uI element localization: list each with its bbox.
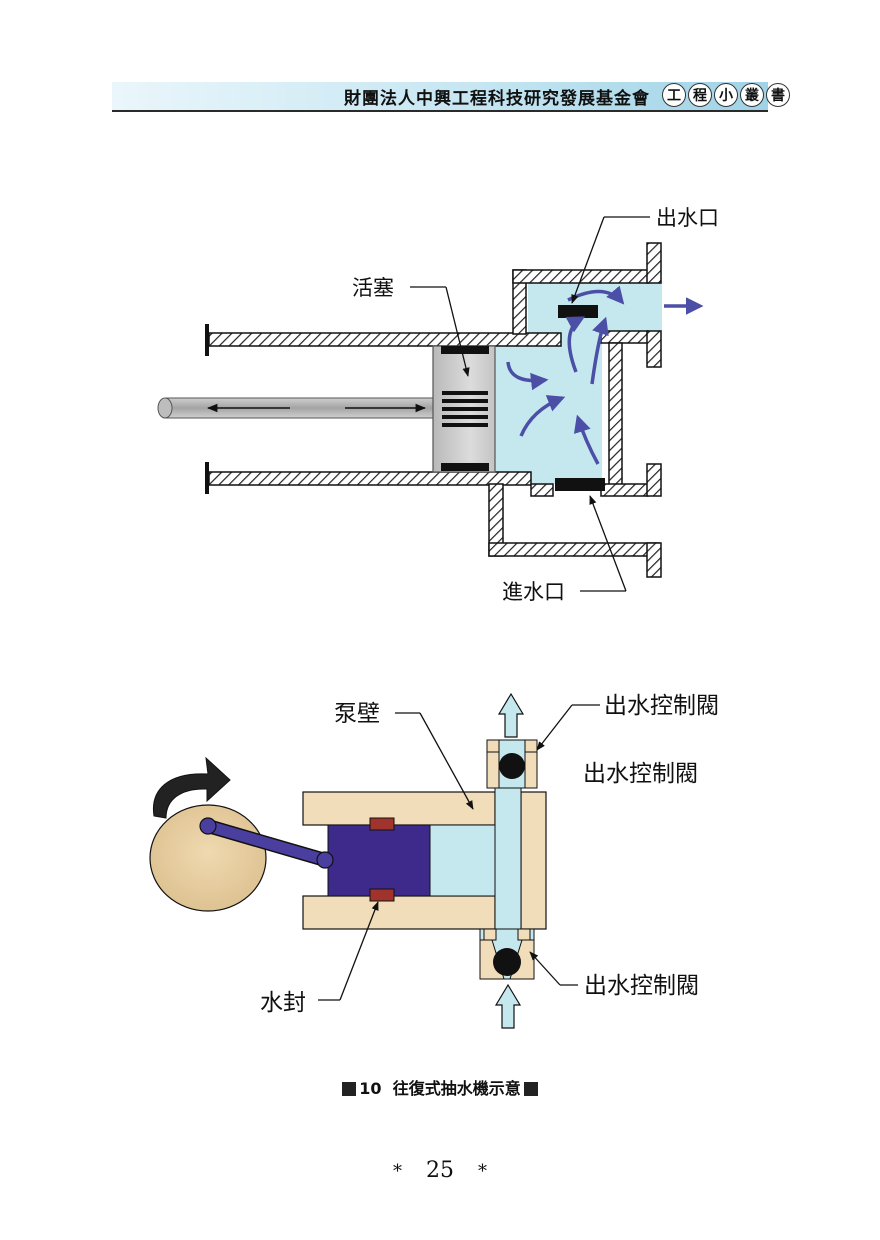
rotation-arrow xyxy=(152,756,231,819)
pump-water xyxy=(429,824,496,897)
valve-top-leader xyxy=(536,704,573,751)
valve-seat-bottom xyxy=(483,928,497,941)
pump-wall-bottom xyxy=(302,895,496,930)
cylinder-wall-bottom xyxy=(208,471,532,486)
header-organization: 財團法人中興工程科技研究發展基金會 xyxy=(344,89,650,109)
water-seal-leader xyxy=(339,901,379,1001)
outlet-valve xyxy=(558,305,598,318)
caption-title: 往復式抽水機示意 xyxy=(392,1079,521,1098)
series-badges: 工 程 小 叢 書 xyxy=(662,83,790,107)
series-badge: 叢 xyxy=(740,83,764,107)
valve-seat-bottom xyxy=(517,928,531,941)
valve-seat-top xyxy=(486,739,500,753)
label-inlet: 進水口 xyxy=(502,580,565,604)
outlet-flange xyxy=(646,330,662,368)
series-badge: 小 xyxy=(714,83,738,107)
label-water-seal: 水封 xyxy=(260,990,306,1016)
series-badge: 工 xyxy=(662,83,686,107)
inlet-flange xyxy=(646,463,662,497)
footer-star: * xyxy=(478,1161,487,1182)
valve-ball-bottom xyxy=(493,948,521,976)
caption-glyph xyxy=(342,1082,357,1096)
inlet-pipe-wall xyxy=(488,542,660,557)
series-badge: 程 xyxy=(688,83,712,107)
caption-figure-number: 10 xyxy=(359,1079,382,1098)
valve-ball-top xyxy=(499,753,525,779)
label-outlet: 出水口 xyxy=(656,206,719,230)
pump-wall-leader xyxy=(419,712,474,810)
vertical-channel xyxy=(494,757,522,959)
piston-ring xyxy=(441,463,489,471)
inlet-valve-seat xyxy=(530,483,554,497)
cylinder-end-cap xyxy=(205,462,209,494)
valve-seat-top xyxy=(524,739,538,753)
valve-seat-top xyxy=(524,751,538,789)
pump-wall-top xyxy=(302,791,496,826)
water-seal-bottom xyxy=(369,888,395,902)
bottom-pump-diagram: 泵壁 出水控制閥 出水控制閥 出水控制閥 水封 xyxy=(149,692,719,1029)
top-pump-diagram: 出水口 活塞 進水口 xyxy=(157,206,719,604)
header-band xyxy=(112,82,768,110)
piston-rod-end xyxy=(157,397,173,419)
inlet-flange xyxy=(646,542,662,578)
page-footer: * 25 * xyxy=(0,1158,880,1183)
label-piston: 活塞 xyxy=(352,276,394,300)
cylinder-end-cap xyxy=(205,324,209,356)
piston-grooves xyxy=(442,391,488,427)
flow-arrow-in xyxy=(494,983,522,1029)
connecting-rod xyxy=(202,820,331,866)
piston-ring xyxy=(441,346,489,354)
footer-star: * xyxy=(393,1161,402,1182)
valve-bottom-leader xyxy=(529,951,561,986)
header-rule xyxy=(112,110,768,112)
outlet-leader xyxy=(571,216,605,304)
inlet-valve-seat xyxy=(600,483,649,497)
series-badge: 書 xyxy=(766,83,790,107)
label-pump-wall: 泵壁 xyxy=(334,701,380,727)
page-number: 25 xyxy=(426,1158,454,1183)
inlet-valve xyxy=(555,478,605,491)
inlet-leader xyxy=(589,495,627,592)
valve-seat-top xyxy=(486,751,500,789)
chamber-wall-right xyxy=(608,342,623,486)
figure-caption: 10 往復式抽水機示意 xyxy=(0,1075,880,1099)
label-outlet-valve-top: 出水控制閥 xyxy=(604,693,719,719)
label-outlet-valve-mid: 出水控制閥 xyxy=(583,761,698,787)
caption-glyph xyxy=(523,1082,538,1096)
wrist-pin xyxy=(316,851,334,869)
pump-wall-right xyxy=(520,791,547,930)
piston-leader xyxy=(445,286,470,377)
pump-piston xyxy=(327,824,431,897)
label-outlet-valve-bottom: 出水控制閥 xyxy=(584,973,699,999)
cylinder-wall-top xyxy=(208,332,562,347)
outlet-valve-seat xyxy=(600,330,649,344)
water-seal-top xyxy=(369,817,395,831)
outlet-flange xyxy=(646,242,662,284)
crank-pin xyxy=(199,817,217,835)
flow-arrow-out xyxy=(497,692,525,738)
